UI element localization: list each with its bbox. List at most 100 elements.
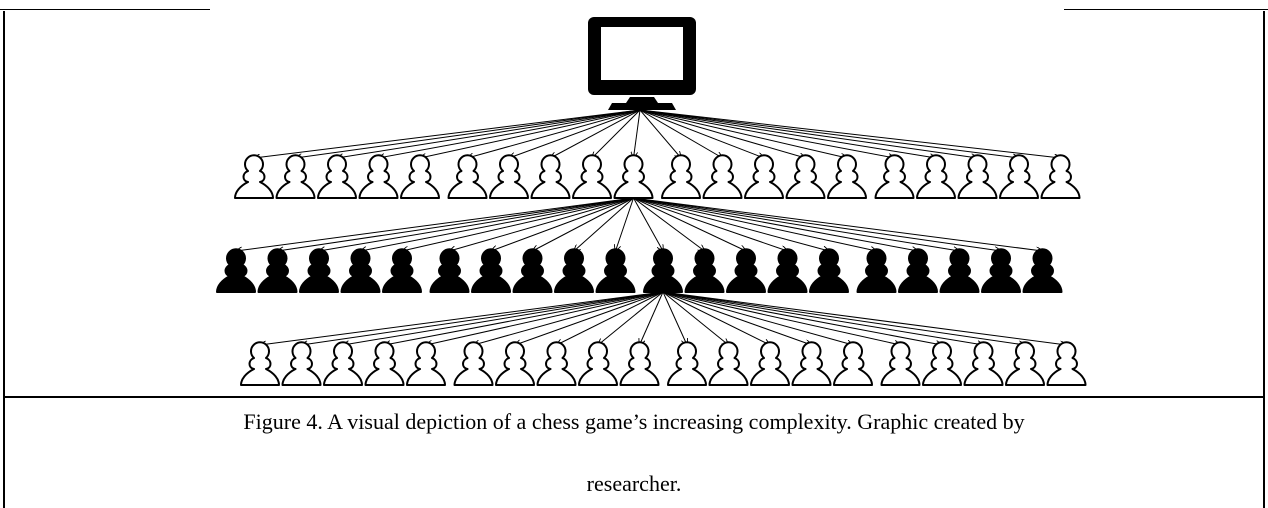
black-pawn-icon	[382, 248, 422, 293]
black-pawn-icon	[809, 248, 849, 293]
white-pawn-icon	[957, 154, 998, 199]
edge-arrow	[343, 291, 664, 345]
edge-arrow	[633, 197, 830, 251]
black-pawn-icon	[767, 248, 808, 293]
black-pawn-icon	[429, 248, 470, 293]
white-pawn-icon	[364, 341, 405, 386]
white-pawn-icon	[833, 341, 873, 386]
edge-arrow	[420, 109, 641, 158]
top-rule-right	[1064, 9, 1268, 10]
white-pawn-icon	[453, 341, 494, 386]
white-pawn-icon	[234, 154, 274, 199]
edge-arrow	[662, 291, 942, 345]
black-pawn-icon	[216, 248, 256, 293]
edge-arrow	[236, 197, 634, 251]
white-pawn-icon	[572, 154, 612, 199]
black-pawn-icon	[684, 248, 725, 293]
white-pawn-icon	[323, 341, 363, 386]
game-tree-diagram	[216, 17, 1087, 386]
edge-arrow	[662, 291, 687, 345]
figure-caption-line-2: researcher.	[586, 471, 682, 496]
white-pawn-icon	[708, 341, 749, 386]
edge-arrow	[633, 197, 1002, 251]
edge-arrow	[533, 197, 634, 251]
white-pawn-icon	[530, 154, 571, 199]
edge-arrow	[379, 109, 641, 158]
edge-arrow	[633, 197, 705, 251]
edge-arrow	[639, 109, 681, 158]
edge-arrow	[260, 291, 664, 345]
top-rule-left	[0, 9, 210, 10]
edge-arrow	[616, 197, 634, 251]
edge-arrow	[385, 291, 664, 345]
edge-arrow	[319, 197, 634, 251]
edge-arrow	[551, 109, 641, 158]
edge-arrow	[633, 197, 664, 251]
edge-arrow	[633, 197, 919, 251]
black-pawn-icon	[1022, 248, 1063, 293]
edge-arrow	[662, 291, 1025, 345]
white-pawn-icon	[791, 341, 832, 386]
white-pawn-icon	[963, 341, 1004, 386]
white-pawn-icon	[613, 154, 654, 199]
white-pawn-icon	[667, 341, 707, 386]
white-pawn-icon	[536, 341, 577, 386]
edge-arrow	[574, 197, 634, 251]
black-pawn-icon	[340, 248, 381, 293]
edge-arrow	[639, 109, 1019, 158]
black-pawn-icon	[299, 248, 339, 293]
white-pawn-icon	[999, 154, 1039, 199]
edge-arrow	[361, 197, 634, 251]
white-pawn-icon	[358, 154, 399, 199]
edge-arrow	[509, 109, 641, 158]
white-pawn-icon	[744, 154, 784, 199]
edge-arrow	[515, 291, 664, 345]
edge-arrow	[402, 197, 634, 251]
figure-frame	[3, 11, 1265, 508]
white-pawn-icon	[702, 154, 743, 199]
white-pawn-icon	[785, 154, 826, 199]
white-pawn-icon	[447, 154, 488, 199]
edge-arrow	[639, 109, 895, 158]
edge-arrow	[557, 291, 664, 345]
edge-arrow	[639, 109, 723, 158]
black-pawn-icon	[643, 248, 683, 293]
white-pawn-icon	[661, 154, 701, 199]
white-pawn-icon	[1005, 341, 1045, 386]
edge-arrow	[662, 291, 812, 345]
edge-arrow	[592, 109, 641, 158]
white-pawn-icon	[281, 341, 322, 386]
edge-arrow	[474, 291, 664, 345]
edge-arrow	[426, 291, 664, 345]
edge-arrow	[633, 197, 1043, 251]
edge-arrow	[491, 197, 634, 251]
white-pawn-icon	[874, 154, 915, 199]
edge-arrow	[640, 291, 664, 345]
edge-arrow	[450, 197, 634, 251]
edge-arrow	[639, 109, 847, 158]
edge-arrow	[662, 291, 729, 345]
edge-arrow	[662, 291, 1067, 345]
white-pawn-icon	[922, 341, 962, 386]
edge-arrow	[639, 109, 1061, 158]
edge-arrow	[633, 197, 960, 251]
white-pawn-icon	[406, 341, 446, 386]
edge-arrow	[662, 291, 901, 345]
edge-arrow	[633, 197, 747, 251]
white-pawn-icon	[578, 341, 618, 386]
white-pawn-icon	[275, 154, 316, 199]
edge-arrow	[662, 291, 770, 345]
white-pawn-icon	[750, 341, 790, 386]
edge-arrow	[302, 291, 664, 345]
edge-arrow	[337, 109, 641, 158]
edge-arrow	[639, 109, 764, 158]
computer-monitor-icon	[588, 17, 696, 110]
edge-arrow	[633, 197, 788, 251]
edge-arrow	[254, 109, 641, 158]
edge-arrow	[598, 291, 664, 345]
edge-arrow	[639, 109, 806, 158]
white-pawn-icon	[240, 341, 280, 386]
edge-arrow	[468, 109, 641, 158]
edge-arrow	[633, 197, 877, 251]
white-pawn-icon	[317, 154, 357, 199]
